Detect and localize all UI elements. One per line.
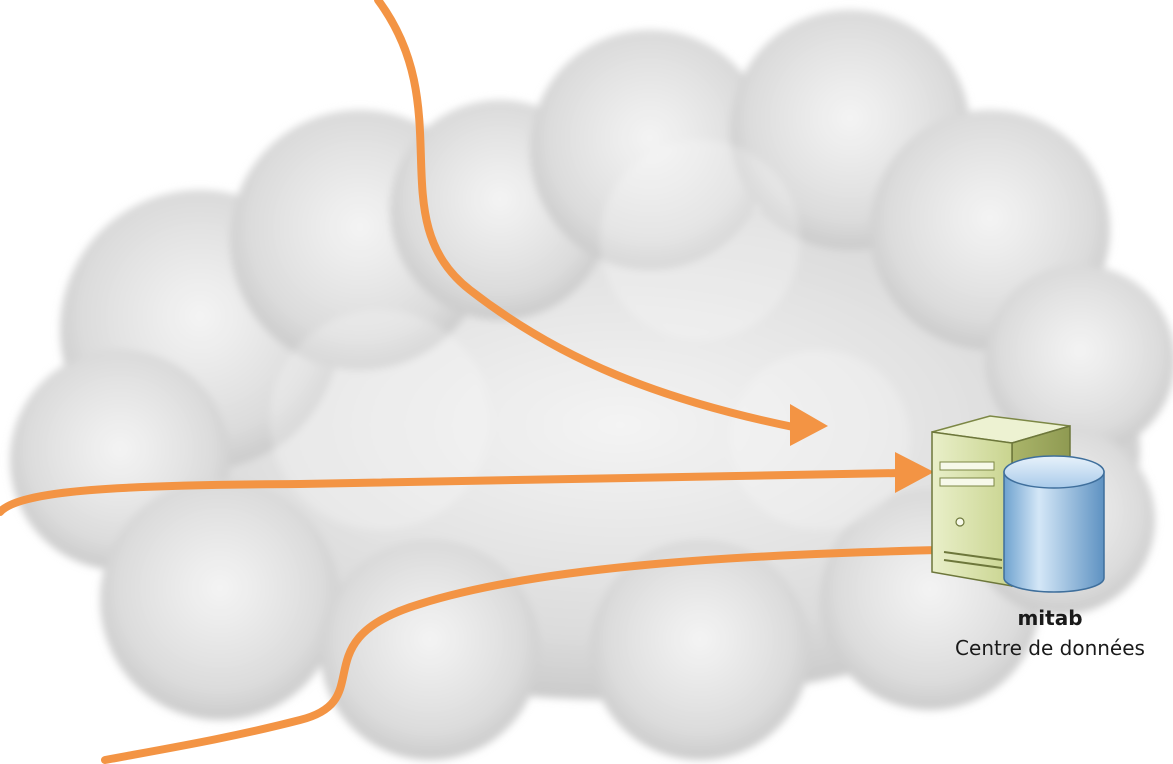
node-subtitle: Centre de données [945, 636, 1155, 660]
database-icon [1004, 456, 1104, 592]
node-title: mitab [945, 606, 1155, 630]
